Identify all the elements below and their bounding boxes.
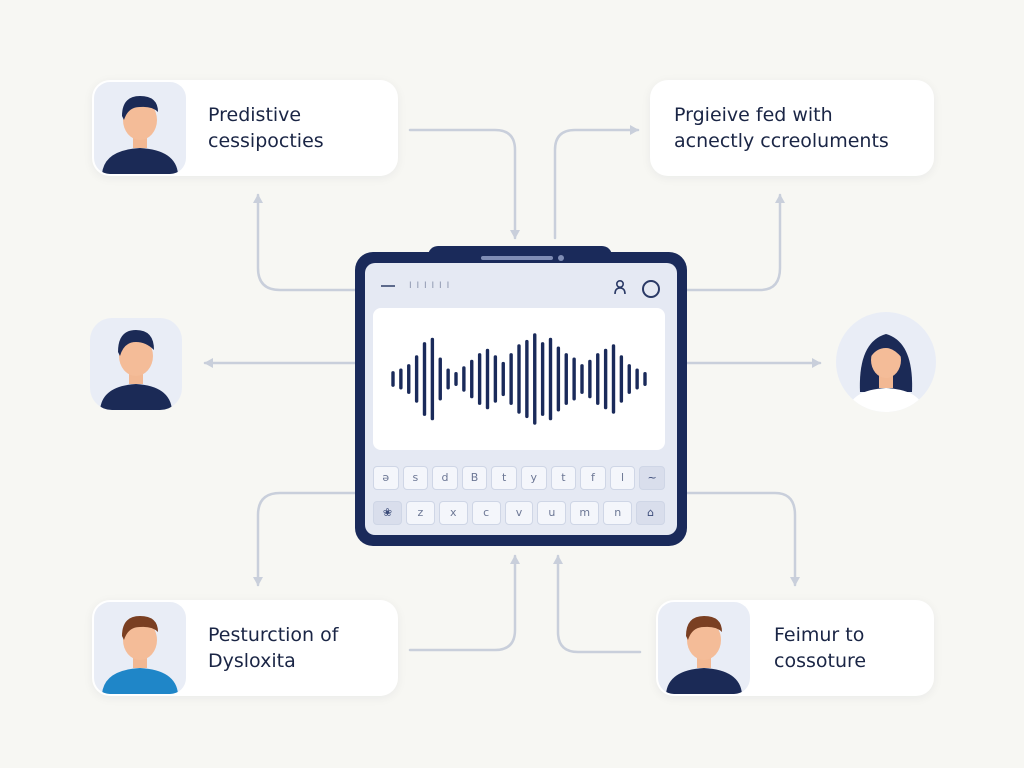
keyboard-key[interactable]: d bbox=[432, 466, 458, 490]
avatar-man-icon bbox=[90, 318, 182, 410]
keyboard-key[interactable]: x bbox=[438, 501, 468, 525]
avatar-woman-icon bbox=[836, 312, 936, 412]
keyboard-key[interactable]: y bbox=[520, 466, 547, 490]
connector-bottom-left-down bbox=[253, 491, 357, 587]
keyboard-key[interactable]: l bbox=[609, 466, 636, 490]
card-top-right: Prgieive fed with acnectly ccreoluments bbox=[650, 80, 934, 176]
connector-top-left-down bbox=[408, 128, 520, 240]
keyboard-key[interactable]: c bbox=[471, 501, 501, 525]
card-label: Pesturction of Dysloxita bbox=[208, 624, 339, 672]
person-icon[interactable] bbox=[613, 279, 627, 295]
connector-bottom-right-down bbox=[685, 491, 800, 587]
keyboard-key[interactable]: v bbox=[504, 501, 534, 525]
keyboard-key[interactable]: f bbox=[580, 466, 606, 490]
keyboard-key[interactable]: ə bbox=[373, 466, 399, 490]
keyboard-key[interactable]: t bbox=[491, 466, 517, 490]
connector-top-right-from-device bbox=[685, 193, 785, 292]
status-bar: I I I I I I bbox=[365, 263, 677, 303]
avatar-man-icon bbox=[94, 82, 186, 174]
keyboard-key[interactable]: ⌂ bbox=[636, 501, 666, 525]
card-label: Predistive cessipocties bbox=[208, 104, 324, 152]
avatar-man-icon bbox=[658, 602, 750, 694]
waveform bbox=[391, 333, 647, 425]
connector-top-right-up bbox=[553, 125, 640, 240]
status-text: I I I I I I bbox=[409, 281, 451, 291]
keyboard-key[interactable]: z bbox=[405, 501, 435, 525]
connector-bottom-right-up bbox=[553, 554, 642, 654]
keyboard-key[interactable]: s bbox=[402, 466, 429, 490]
menu-icon[interactable] bbox=[381, 285, 395, 287]
avatar-man-blue-icon bbox=[94, 602, 186, 694]
connector-top-left-up bbox=[253, 193, 357, 292]
card-top-left: Predistive cessipocties bbox=[92, 80, 398, 176]
keyboard-key[interactable]: ~ bbox=[639, 466, 665, 490]
keyboard-key[interactable]: m bbox=[570, 501, 600, 525]
waveform-panel bbox=[373, 308, 665, 450]
connector-bottom-left-up bbox=[408, 554, 520, 652]
camera-dot bbox=[558, 255, 564, 261]
keyboard-key[interactable]: B bbox=[461, 466, 488, 490]
keyboard-key[interactable]: t bbox=[550, 466, 577, 490]
circle-icon[interactable] bbox=[642, 280, 660, 298]
card-label: Feimur to cossoture bbox=[774, 624, 867, 672]
keyboard-key[interactable]: ❀ bbox=[373, 501, 402, 525]
keyboard-key[interactable]: n bbox=[603, 501, 633, 525]
keyboard-key[interactable]: u bbox=[537, 501, 567, 525]
card-bottom-left: Pesturction of Dysloxita bbox=[92, 600, 398, 696]
card-bottom-right: Feimur to cossoture bbox=[656, 600, 934, 696]
speaker-bar bbox=[481, 256, 553, 260]
card-label: Prgieive fed with acnectly ccreoluments bbox=[674, 104, 889, 152]
